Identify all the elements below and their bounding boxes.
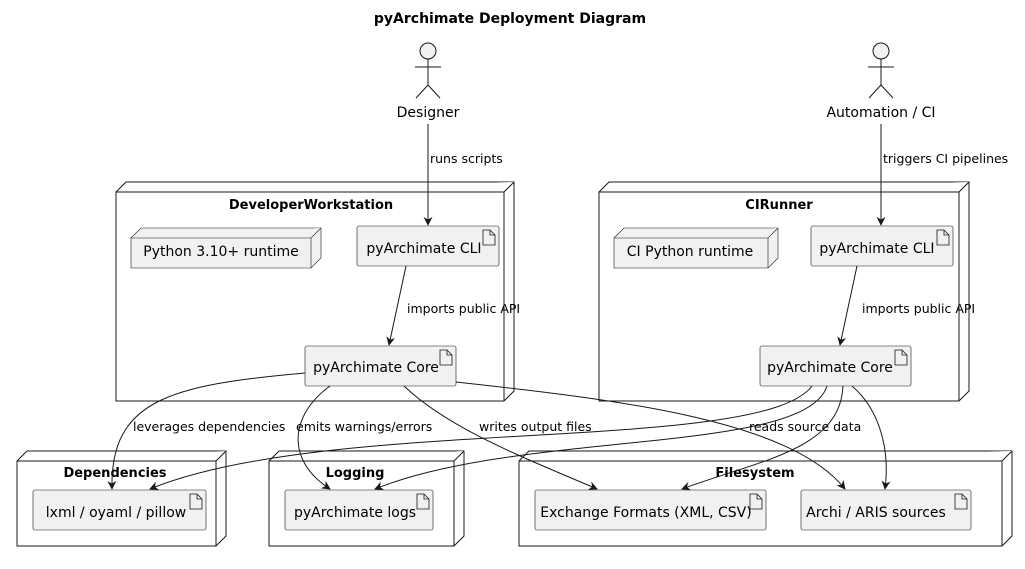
node-python-runtime-label: Python 3.10+ runtime (143, 244, 298, 260)
artifact-dev-cli-icon (482, 229, 496, 246)
edge-writes (403, 385, 598, 490)
edge-emits (297, 385, 331, 490)
edge-leverages (107, 372, 306, 490)
node-ci-python-runtime-label: CI Python runtime (627, 244, 753, 260)
edge-ci-reads (851, 385, 891, 490)
artifact-dependencies-libs: lxml / oyaml / pillow (32, 489, 207, 531)
edge-ci-emits (374, 385, 828, 491)
artifact-ci-cli: pyArchimate CLI (810, 225, 954, 267)
node-ci-runner-title: CIRunner (745, 198, 813, 213)
artifact-exchange-formats-label: Exchange Formats (XML, CSV) (540, 505, 751, 521)
artifact-ci-core-icon (894, 349, 908, 366)
edge-imports-dev (386, 265, 407, 346)
artifact-dev-core-icon (439, 349, 453, 366)
actor-automation-label: Automation / CI (826, 105, 935, 121)
actor-automation: Automation / CI (826, 42, 936, 121)
artifact-ci-cli-icon (936, 229, 950, 246)
actor-automation-icon (868, 42, 894, 99)
artifact-logs-label: pyArchimate logs (294, 505, 416, 521)
edge-label-imports-dev: imports public API (407, 301, 520, 316)
artifact-exchange-formats-icon (749, 493, 763, 510)
artifact-dev-cli-label: pyArchimate CLI (366, 241, 481, 257)
artifact-dependencies-libs-icon (189, 493, 203, 510)
artifact-ci-core-label: pyArchimate Core (767, 360, 893, 376)
artifact-dependencies-libs-label: lxml / oyaml / pillow (46, 505, 186, 521)
actor-designer-icon (415, 42, 441, 99)
artifact-logs: pyArchimate logs (284, 489, 434, 531)
artifact-source-files: Archi / ARIS sources (800, 489, 972, 531)
artifact-exchange-formats: Exchange Formats (XML, CSV) (534, 489, 767, 531)
artifact-dev-cli: pyArchimate CLI (356, 225, 500, 267)
diagram-title: pyArchimate Deployment Diagram (374, 11, 646, 27)
edge-imports-ci (837, 265, 858, 346)
artifact-logs-icon (416, 493, 430, 510)
node-ci-python-runtime: CI Python runtime (613, 227, 779, 269)
artifact-source-files-label: Archi / ARIS sources (806, 505, 946, 521)
artifact-ci-core: pyArchimate Core (759, 345, 912, 387)
edge-label-reads: reads source data (749, 419, 861, 434)
edge-ci-writes (681, 385, 844, 491)
node-logging-title: Logging (326, 466, 385, 481)
node-filesystem-title: Filesystem (715, 466, 794, 481)
edge-ci-leverages (149, 385, 813, 491)
node-developer-workstation-title: DeveloperWorkstation (229, 198, 393, 213)
edge-label-leverages: leverages dependencies (133, 419, 285, 434)
edge-label-writes: writes output files (479, 419, 592, 434)
edge-reads (455, 381, 846, 490)
node-dependencies-title: Dependencies (63, 466, 166, 481)
edge-label-imports-ci: imports public API (862, 301, 975, 316)
artifact-ci-cli-label: pyArchimate CLI (819, 241, 934, 257)
edge-label-emits: emits warnings/errors (296, 419, 432, 434)
edge-label-runs-scripts: runs scripts (430, 151, 503, 166)
artifact-source-files-icon (954, 493, 968, 510)
artifact-dev-core-label: pyArchimate Core (313, 360, 439, 376)
artifact-dev-core: pyArchimate Core (304, 345, 457, 387)
actor-designer-label: Designer (397, 105, 460, 121)
node-python-runtime: Python 3.10+ runtime (130, 227, 322, 269)
actor-designer: Designer (397, 42, 460, 121)
edge-label-triggers-ci: triggers CI pipelines (883, 151, 1008, 166)
